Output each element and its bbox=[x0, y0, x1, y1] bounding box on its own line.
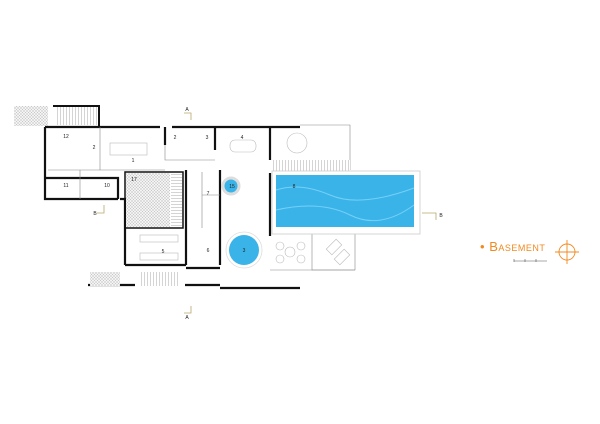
section-markers bbox=[97, 112, 437, 314]
section-marker-bottom: A bbox=[185, 315, 189, 321]
room-label-10: 10 bbox=[104, 183, 110, 189]
walls bbox=[43, 125, 300, 290]
room-label-7: 7 bbox=[207, 191, 210, 197]
furniture bbox=[109, 132, 351, 266]
hatched-void bbox=[126, 173, 170, 227]
plunge-pool-15 bbox=[221, 176, 241, 196]
room-label-4: 4 bbox=[241, 135, 244, 141]
plan-title-text: Basement bbox=[489, 239, 546, 254]
hatched-terrace bbox=[14, 106, 48, 126]
room-label-2b: 2 bbox=[174, 135, 177, 141]
room-label-2a: 2 bbox=[93, 145, 96, 151]
section-marker-right: B bbox=[439, 213, 443, 219]
crosshair-icon bbox=[555, 240, 579, 264]
room-label-6: 6 bbox=[207, 248, 210, 254]
bottom-stair bbox=[140, 272, 178, 286]
exterior-stair-top bbox=[55, 107, 97, 125]
scale-bar bbox=[513, 259, 547, 262]
room-label-3b: 3 bbox=[243, 248, 246, 254]
section-marker-top: A bbox=[185, 107, 189, 113]
room-label-8: 8 bbox=[293, 184, 296, 190]
room-label-1: 1 bbox=[132, 158, 135, 164]
room-label-5: 5 bbox=[162, 249, 165, 255]
room-label-3a: 3 bbox=[206, 135, 209, 141]
bottom-hatched-terrace bbox=[90, 272, 120, 286]
room-label-11: 11 bbox=[63, 183, 68, 189]
thin-walls bbox=[48, 124, 356, 271]
room-label-15: 15 bbox=[229, 184, 235, 190]
room-label-12: 12 bbox=[63, 134, 69, 140]
interior-stair bbox=[171, 173, 182, 227]
deck-stair bbox=[272, 160, 350, 172]
swimming-pool bbox=[276, 175, 414, 227]
section-marker-left: B bbox=[93, 211, 97, 217]
bullet: • bbox=[480, 239, 486, 254]
plan-title: • Basement bbox=[480, 239, 545, 254]
room-label-17: 17 bbox=[131, 177, 137, 183]
